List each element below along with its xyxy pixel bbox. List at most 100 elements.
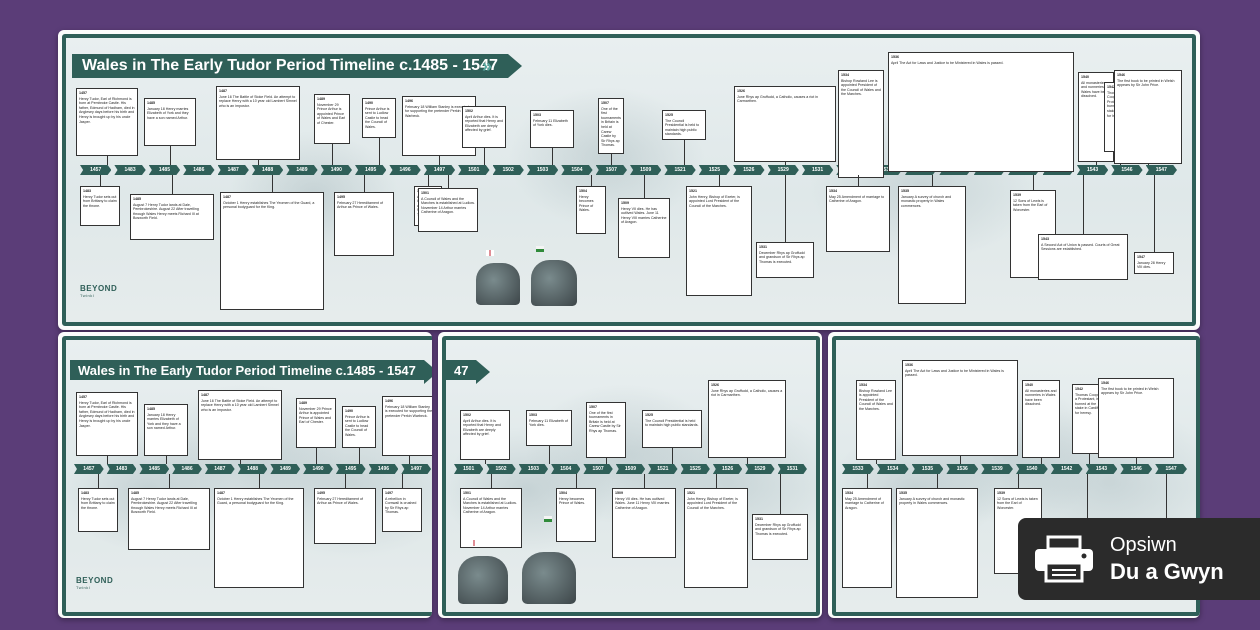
black-and-white-option-button[interactable]: Opsiwn Du a Gwyn bbox=[1018, 518, 1260, 600]
connector-line bbox=[1166, 474, 1167, 532]
brand-logo: BEYOND Twinkl bbox=[76, 576, 114, 590]
event-description: April Arthur dies. It is reported that H… bbox=[463, 418, 501, 437]
connector-line bbox=[549, 446, 550, 464]
connector-line bbox=[552, 148, 553, 165]
event-description: April Arthur dies. It is reported that H… bbox=[465, 114, 503, 133]
event-year: 1495 bbox=[337, 195, 345, 199]
event-year: 1539 bbox=[1013, 193, 1021, 197]
timeline-year-marker: 1526 bbox=[712, 464, 743, 474]
event-description: June 16 The Battle of Stoke Field. An at… bbox=[201, 398, 279, 412]
event-year: 1547 bbox=[1137, 255, 1145, 259]
page-title-fragment: 47 bbox=[446, 360, 492, 384]
event-year: 1503 bbox=[529, 413, 537, 417]
connector-line bbox=[1089, 454, 1090, 464]
event-description: One of the first tournaments in Britain … bbox=[601, 106, 621, 148]
connector-line bbox=[240, 460, 241, 464]
connector-line bbox=[1148, 164, 1149, 165]
event-description: Bishop Rowland Lee is appointed Presiden… bbox=[841, 78, 881, 97]
timeline-year-marker: 1496 bbox=[389, 165, 421, 175]
connector-line bbox=[428, 175, 429, 186]
connector-line bbox=[98, 474, 99, 488]
chevron-right-icon: » bbox=[482, 56, 493, 76]
event-description: February 18 William Stanley is executed … bbox=[385, 404, 432, 418]
preview-page-1[interactable]: Wales in The Early Tudor Period Timeline… bbox=[58, 332, 432, 618]
event-description: August 7 Henry Tudor lands at Dale, Pemb… bbox=[133, 202, 199, 221]
timeline-year-marker: 1503 bbox=[526, 165, 559, 175]
timeline-year-marker: 1507 bbox=[583, 464, 613, 474]
option-value: Du a Gwyn bbox=[1110, 558, 1224, 584]
event-year: 1535 bbox=[901, 189, 909, 193]
event-year: 1534 bbox=[845, 491, 853, 495]
timeline-year-marker: 1507 bbox=[595, 165, 627, 175]
event-description: June Rhys ap Gruffudd, a Catholic, cause… bbox=[737, 94, 819, 104]
timeline-year-marker: 1546 bbox=[1120, 464, 1153, 474]
connector-line bbox=[960, 456, 961, 464]
flag-icon bbox=[486, 250, 494, 256]
event-year: 1485 bbox=[131, 491, 139, 495]
connector-line bbox=[867, 474, 868, 488]
timeline-year-marker: 1534 bbox=[876, 464, 909, 474]
timeline-year-marker: 1502 bbox=[492, 165, 524, 175]
connector-line bbox=[672, 448, 673, 464]
event-description: Henry Tudor, Earl of Richmond is born at… bbox=[79, 96, 135, 124]
connector-line bbox=[100, 175, 101, 186]
brand-logo: BEYOND Twinkl bbox=[80, 284, 118, 298]
timeline-year-marker: 1488 bbox=[237, 464, 268, 474]
connector-line bbox=[747, 458, 748, 464]
connector-line bbox=[576, 474, 577, 488]
connector-line bbox=[169, 474, 170, 488]
timeline-year-marker: 1526 bbox=[733, 165, 765, 175]
event-year: 1489 bbox=[299, 401, 307, 405]
timeline-year-marker: 1490 bbox=[320, 165, 352, 175]
event-description: Thomas Cooper, a Protestant, is burned a… bbox=[1075, 392, 1102, 415]
event-description: Henry becomes Prince of Wales. bbox=[579, 194, 594, 213]
event-description: February 11 Elizabeth of York dies. bbox=[529, 418, 568, 428]
event-description: All monasteries and nunneries in Wales h… bbox=[1025, 388, 1057, 407]
timeline-year-marker: 1504 bbox=[551, 464, 581, 474]
event-description: 12 Sons of Lewis is taken from the Earl … bbox=[1013, 198, 1048, 212]
connector-line bbox=[439, 156, 440, 165]
connector-line bbox=[364, 175, 365, 192]
flag-icon bbox=[544, 516, 552, 522]
event-description: 12 Sons of Lewis is taken from the Earl … bbox=[997, 496, 1038, 510]
event-year: 1540 bbox=[1025, 383, 1033, 387]
event-year: 1487 bbox=[217, 491, 225, 495]
connector-line bbox=[644, 474, 645, 488]
connector-line bbox=[716, 474, 717, 488]
timeline-frame: Wales in The Early Tudor Period Timeline… bbox=[62, 34, 1196, 326]
event-year: 1496 bbox=[385, 399, 393, 403]
flag-icon bbox=[536, 246, 544, 252]
event-year: 1525 bbox=[665, 113, 673, 117]
event-description: November 29 Prince Arthur is appointed P… bbox=[299, 406, 332, 425]
timeline-year-marker: 1485 bbox=[139, 464, 170, 474]
event-year: 1457 bbox=[79, 395, 87, 399]
timeline-year-marker: 1495 bbox=[355, 165, 387, 175]
timeline-year-marker: 1543 bbox=[1076, 165, 1109, 175]
connector-line bbox=[1136, 458, 1137, 464]
connector-line bbox=[485, 460, 486, 464]
timeline-frame: Wales in The Early Tudor Period Timeline… bbox=[62, 336, 432, 616]
main-timeline-sheet: Wales in The Early Tudor Period Timeline… bbox=[58, 30, 1200, 330]
